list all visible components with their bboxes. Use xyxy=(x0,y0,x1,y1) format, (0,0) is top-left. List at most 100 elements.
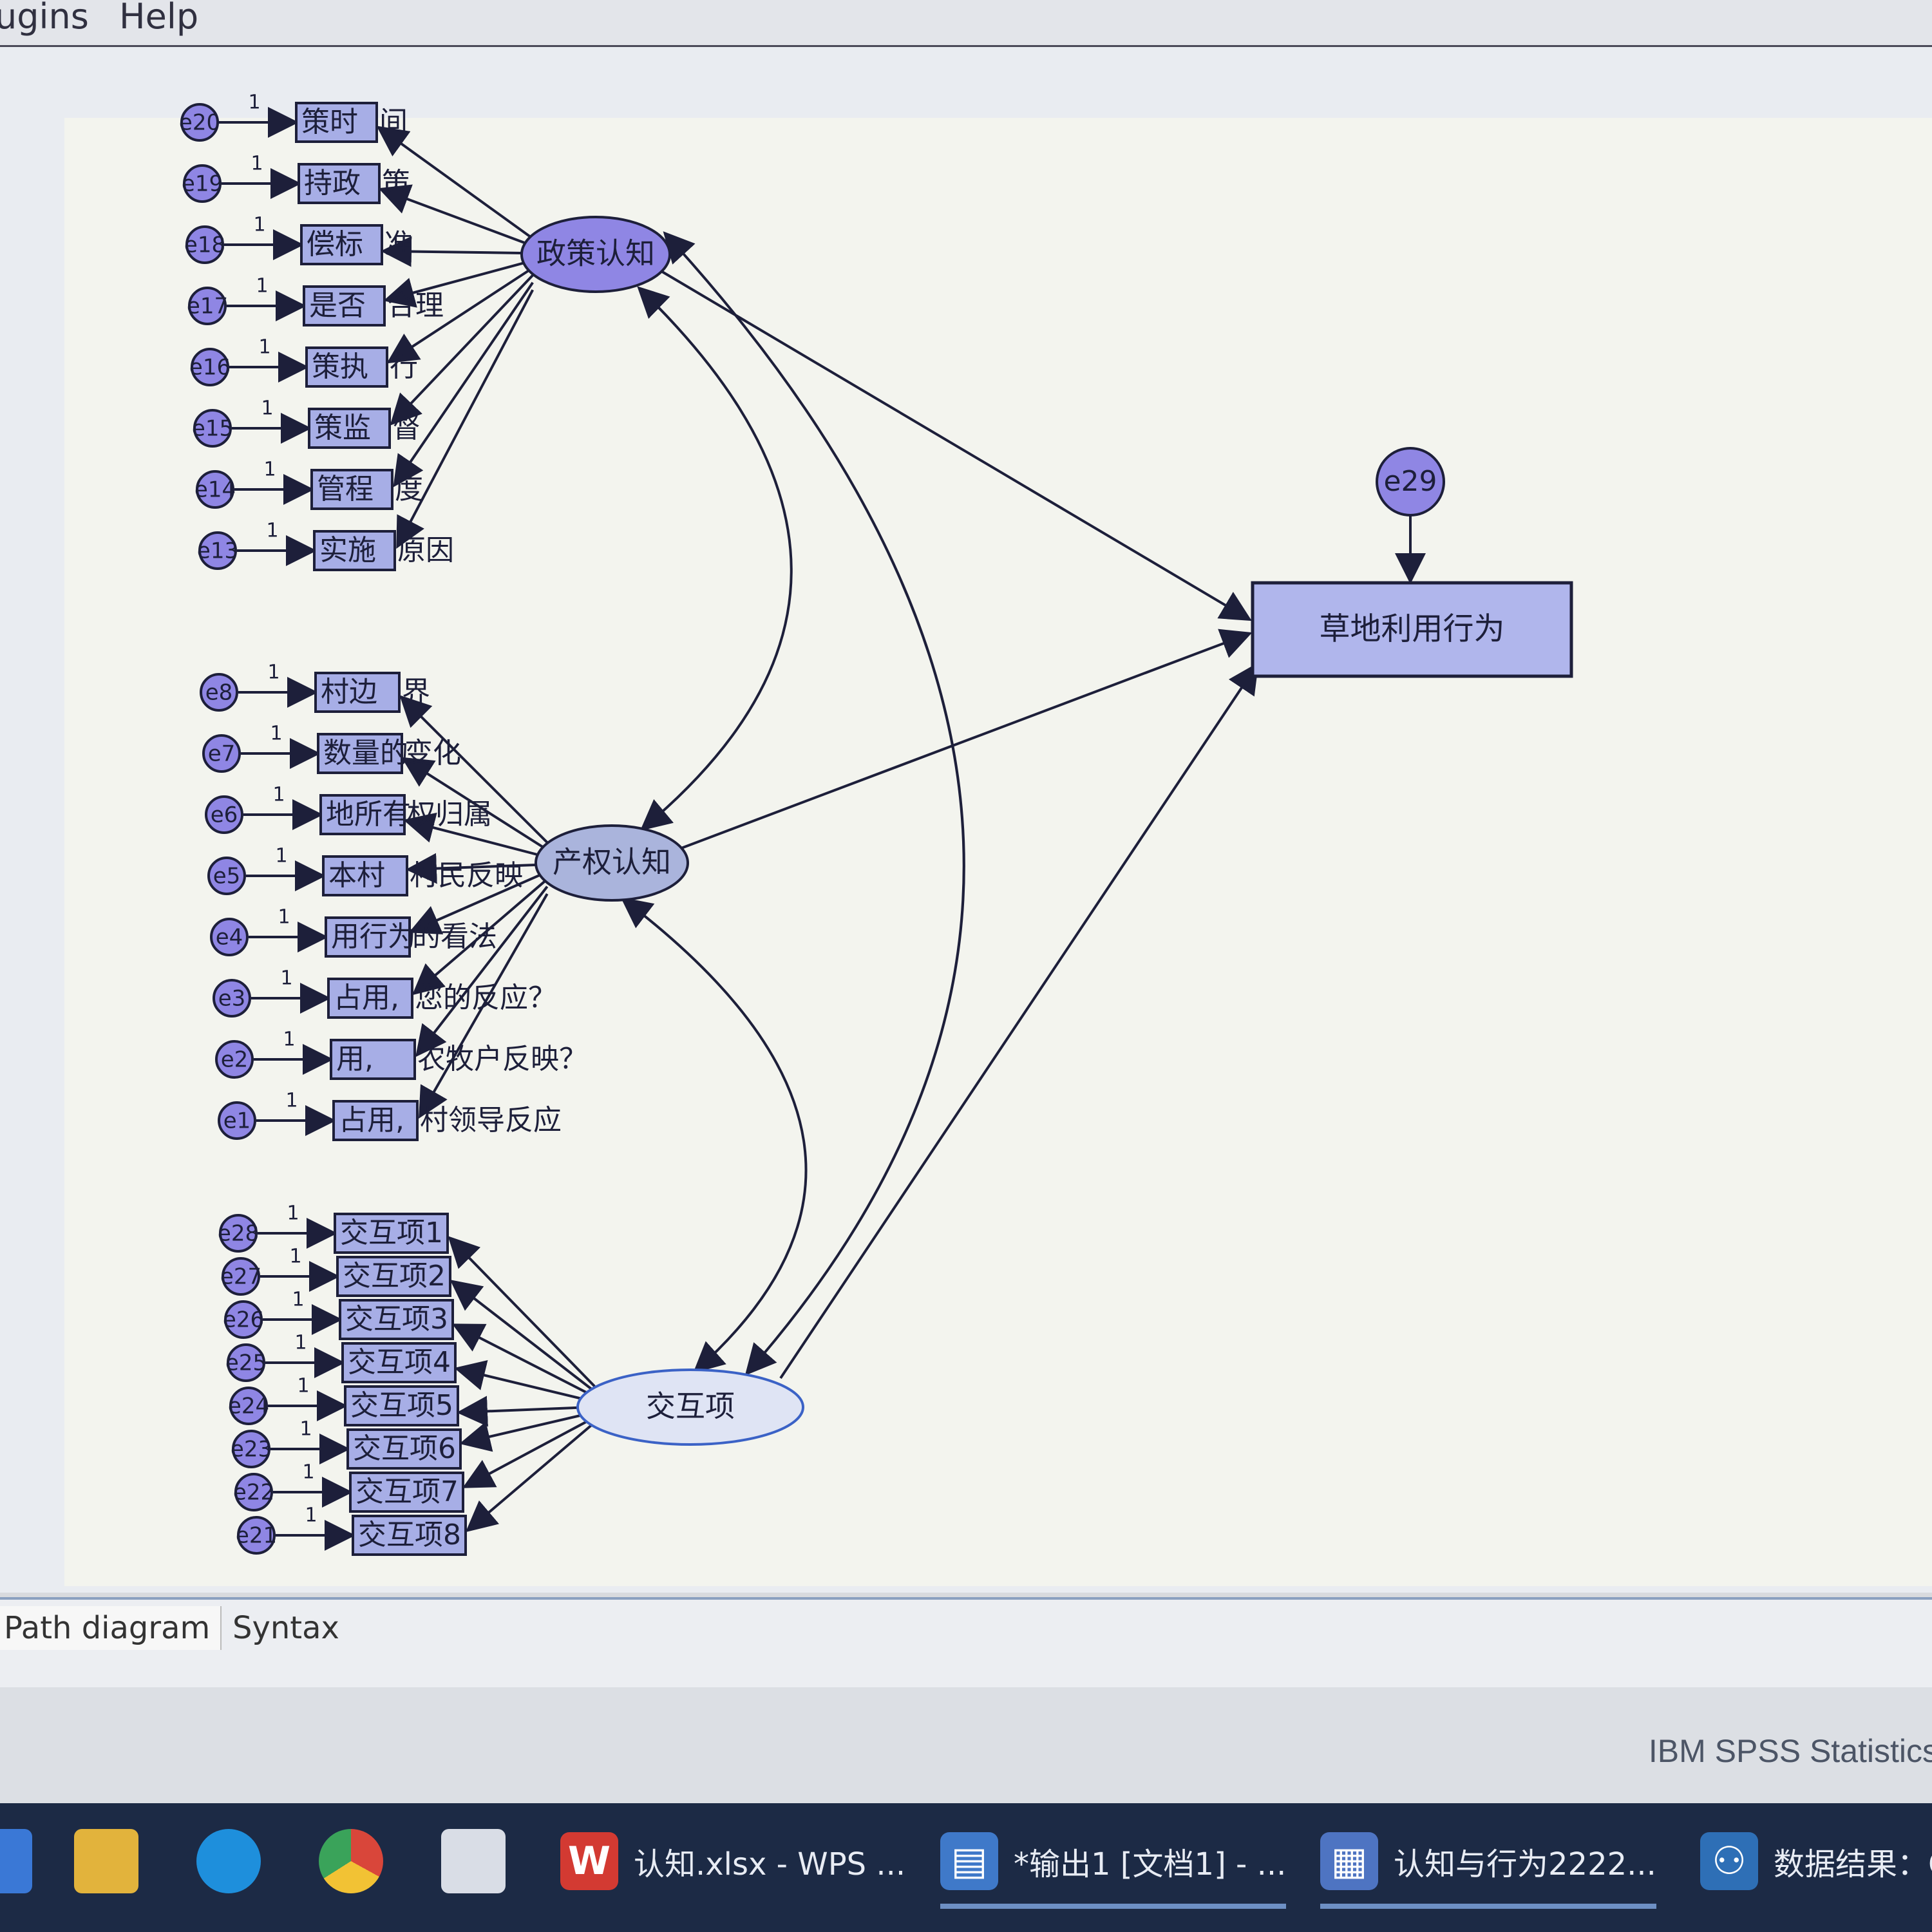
indicator-box[interactable] xyxy=(334,1213,449,1254)
file-explorer-icon[interactable] xyxy=(74,1829,138,1893)
indicator-box[interactable] xyxy=(300,224,383,265)
loading-path[interactable] xyxy=(450,1280,596,1393)
latent-label: 产权认知 xyxy=(553,845,671,880)
tab-path-diagram[interactable]: Path diagram xyxy=(0,1606,222,1650)
indicator-box[interactable] xyxy=(330,1039,416,1080)
error-term[interactable] xyxy=(188,287,227,325)
chrome-browser-icon[interactable] xyxy=(319,1829,383,1893)
indicator-box[interactable] xyxy=(349,1472,464,1513)
indicator-box[interactable] xyxy=(305,346,388,388)
error-term[interactable] xyxy=(232,1430,270,1468)
error-term[interactable] xyxy=(207,857,246,895)
covariance-path[interactable] xyxy=(620,897,808,1374)
indicator-box[interactable] xyxy=(298,163,381,204)
error-term[interactable] xyxy=(200,673,238,712)
indicator-box[interactable] xyxy=(322,855,408,896)
error-term[interactable] xyxy=(218,1101,256,1140)
structural-path[interactable] xyxy=(659,269,1252,621)
indicator-box[interactable] xyxy=(352,1515,467,1556)
loading-path[interactable] xyxy=(378,184,533,247)
taskbar-app-spss-output[interactable]: ▤ *输出1 [文档1] - ... xyxy=(940,1823,1287,1909)
error-term[interactable] xyxy=(219,1214,258,1253)
indicator-box[interactable] xyxy=(346,1428,462,1470)
indicator-box[interactable] xyxy=(339,1299,454,1340)
loading-path[interactable] xyxy=(383,259,533,308)
error-term[interactable] xyxy=(234,1473,273,1511)
loading-path[interactable] xyxy=(462,1416,596,1488)
indicator-box[interactable] xyxy=(332,1100,419,1141)
loading-path[interactable] xyxy=(376,126,534,240)
latent-property-awareness[interactable] xyxy=(535,824,689,902)
error-term-label: e3 xyxy=(218,986,246,1012)
menu-help[interactable]: Help xyxy=(119,0,199,37)
indicator-box[interactable] xyxy=(327,978,413,1019)
covariance-path[interactable] xyxy=(663,231,965,1376)
loading-path[interactable] xyxy=(412,878,549,996)
loading-path[interactable] xyxy=(465,1421,596,1533)
loading-path[interactable] xyxy=(393,281,534,488)
error-term[interactable] xyxy=(191,348,229,386)
loading-path[interactable] xyxy=(448,1236,596,1387)
indicator-box[interactable] xyxy=(317,733,403,774)
error-term[interactable] xyxy=(196,470,234,509)
loading-path[interactable] xyxy=(401,757,548,851)
error-term[interactable] xyxy=(205,795,243,834)
loading-path[interactable] xyxy=(451,1323,596,1398)
error-term[interactable] xyxy=(210,918,249,956)
indicator-box[interactable] xyxy=(308,408,391,449)
error-term[interactable] xyxy=(215,1040,254,1079)
loading-path[interactable] xyxy=(408,870,548,934)
edge-browser-icon[interactable] xyxy=(196,1829,261,1893)
menu-plugins[interactable]: ugins xyxy=(0,0,89,37)
error-term[interactable] xyxy=(224,1300,263,1339)
tab-syntax[interactable]: Syntax xyxy=(232,1610,339,1646)
latent-interaction[interactable] xyxy=(576,1368,804,1446)
error-term[interactable] xyxy=(198,531,237,570)
loading-path[interactable] xyxy=(390,274,534,426)
loading-path[interactable] xyxy=(419,893,549,1119)
error-term[interactable] xyxy=(237,1516,276,1555)
diagram-nodes: e201策时间e191持政策e181偿标准e171是否合理e161策执行e151… xyxy=(179,91,1573,1556)
indicator-box[interactable] xyxy=(341,1342,457,1383)
indicator-box[interactable] xyxy=(295,102,378,143)
indicator-box[interactable] xyxy=(314,672,401,713)
loading-path[interactable] xyxy=(454,1360,595,1403)
loading-path[interactable] xyxy=(415,886,549,1057)
loading-path[interactable] xyxy=(381,236,533,267)
loading-path[interactable] xyxy=(399,695,549,844)
error-term[interactable] xyxy=(222,1257,260,1296)
taskbar-app-wps[interactable]: W 认知.xlsx - WPS ... xyxy=(560,1823,905,1900)
indicator-box[interactable] xyxy=(303,285,386,327)
indicator-label: 策执 xyxy=(312,350,368,383)
error-term[interactable] xyxy=(180,103,219,142)
indicator-box[interactable] xyxy=(319,794,406,835)
taskbar-app-amos[interactable]: ⚇ 数据结果：G xyxy=(1700,1823,1932,1900)
loading-path[interactable] xyxy=(459,1410,595,1452)
path-diagram[interactable]: e201策时间e191持政策e181偿标准e171是否合理e161策执行e151… xyxy=(0,0,1932,1597)
covariance-path[interactable] xyxy=(637,286,793,831)
loading-path[interactable] xyxy=(396,289,535,549)
indicator-box[interactable] xyxy=(310,469,393,510)
latent-policy-awareness[interactable] xyxy=(520,216,671,293)
indicator-box[interactable] xyxy=(313,530,396,571)
indicator-box[interactable] xyxy=(325,916,411,958)
start-icon[interactable] xyxy=(0,1829,32,1893)
taskbar-app-spss-data[interactable]: ▦ 认知与行为2222... xyxy=(1320,1823,1656,1909)
structural-path[interactable] xyxy=(779,662,1259,1379)
loading-path[interactable] xyxy=(406,853,547,884)
loading-path[interactable] xyxy=(457,1396,595,1427)
indicator-box[interactable] xyxy=(344,1385,459,1426)
error-term[interactable] xyxy=(1376,447,1445,516)
error-term[interactable] xyxy=(227,1343,265,1382)
error-term[interactable] xyxy=(185,225,224,264)
outcome-box[interactable] xyxy=(1251,581,1573,678)
loading-path[interactable] xyxy=(403,812,548,858)
error-term[interactable] xyxy=(213,979,251,1018)
error-term[interactable] xyxy=(193,409,232,448)
indicator-box[interactable] xyxy=(336,1256,451,1297)
error-term[interactable] xyxy=(202,734,241,773)
error-term[interactable] xyxy=(183,164,222,203)
notepad-icon[interactable] xyxy=(441,1829,506,1893)
loading-path[interactable] xyxy=(386,267,534,364)
error-term[interactable] xyxy=(229,1387,268,1425)
